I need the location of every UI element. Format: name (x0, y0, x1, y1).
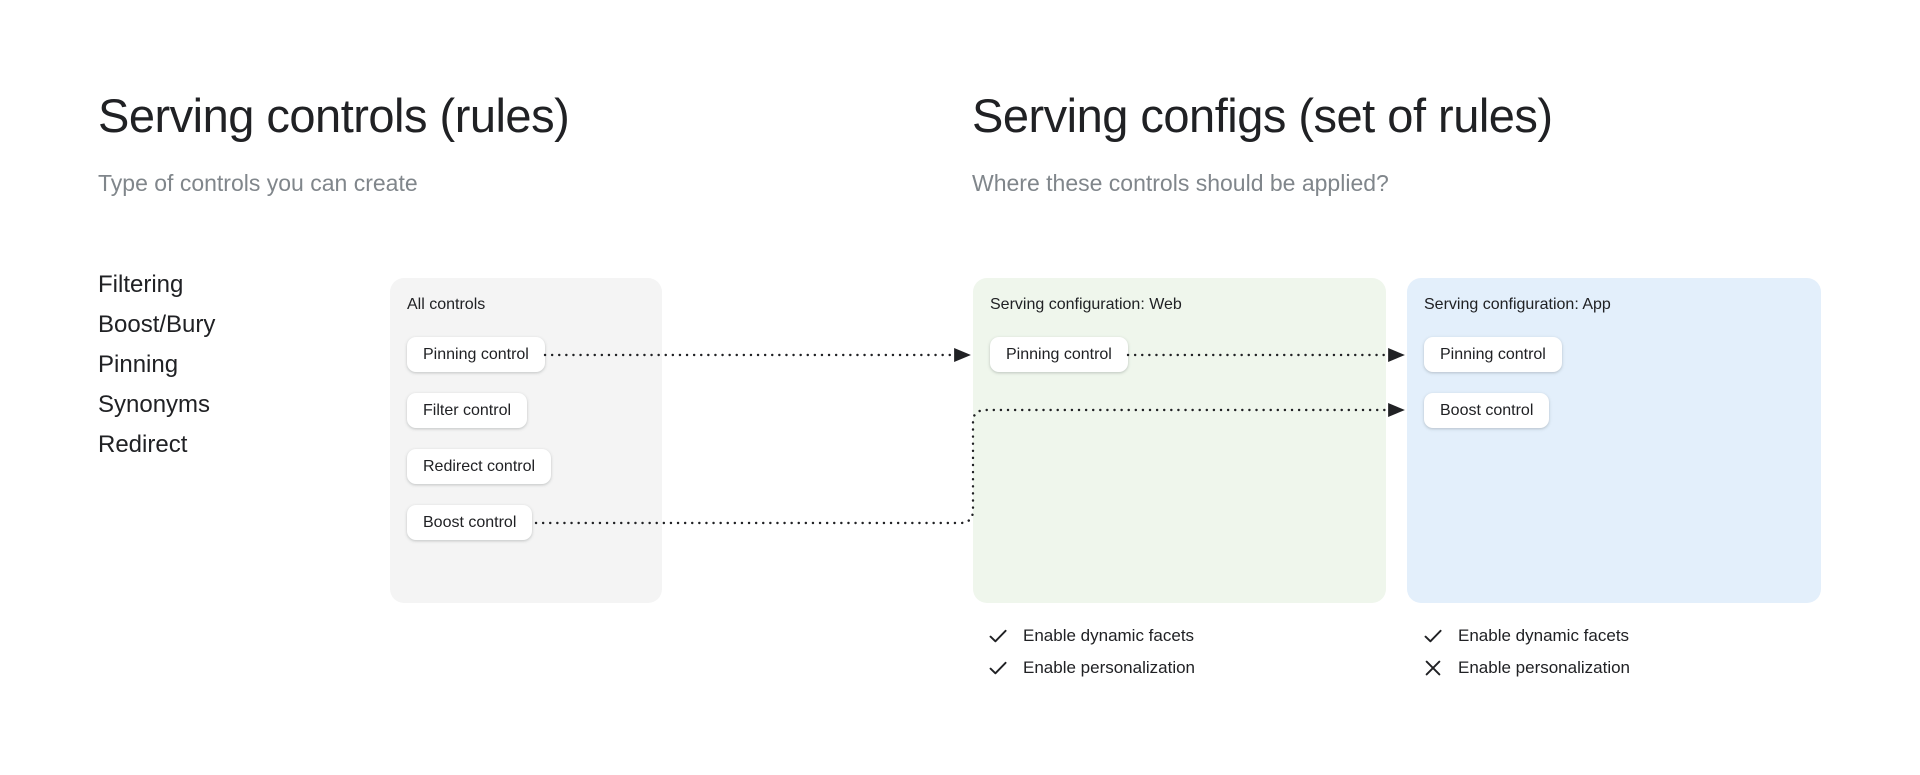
serving-config-web-title: Serving configuration: Web (990, 296, 1182, 313)
left-column-title: Serving controls (rules) (98, 89, 570, 142)
toggle-row-personalization[interactable]: Enable personalization (1420, 652, 1800, 684)
all-controls-panel: All controls Pinning control Filter cont… (390, 278, 662, 603)
check-icon (985, 655, 1011, 681)
check-icon (985, 623, 1011, 649)
control-type-item: Filtering (98, 271, 184, 298)
control-type-item: Redirect (98, 431, 188, 458)
toggle-label: Enable personalization (1458, 658, 1631, 677)
toggle-row-dynamic-facets[interactable]: Enable dynamic facets (985, 620, 1365, 652)
control-type-item: Synonyms (98, 391, 211, 418)
serving-config-web-toggles: Enable dynamic facets Enable personaliza… (985, 620, 1365, 684)
serving-config-app-title: Serving configuration: App (1424, 296, 1611, 313)
control-chip-filter[interactable]: Filter control (407, 393, 528, 428)
toggle-label: Enable dynamic facets (1023, 626, 1195, 645)
control-chip-redirect[interactable]: Redirect control (407, 449, 552, 484)
toggle-label: Enable dynamic facets (1458, 626, 1630, 645)
check-icon (1420, 623, 1446, 649)
control-chip-boost[interactable]: Boost control (1424, 393, 1550, 428)
serving-config-app-toggles: Enable dynamic facets Enable personaliza… (1420, 620, 1800, 684)
right-column-title: Serving configs (set of rules) (972, 89, 1553, 142)
all-controls-panel-title: All controls (407, 296, 486, 313)
control-chip-pinning[interactable]: Pinning control (407, 337, 545, 372)
cross-icon (1420, 655, 1446, 681)
control-type-item: Pinning (98, 351, 179, 378)
toggle-row-dynamic-facets[interactable]: Enable dynamic facets (1420, 620, 1800, 652)
right-column-subtitle: Where these controls should be applied? (972, 170, 1389, 196)
control-chip-boost[interactable]: Boost control (407, 505, 533, 540)
serving-config-web-panel: Serving configuration: Web Pinning contr… (973, 278, 1386, 603)
control-chip-pinning[interactable]: Pinning control (990, 337, 1128, 372)
toggle-row-personalization[interactable]: Enable personalization (985, 652, 1365, 684)
control-type-list: Filtering Boost/Bury Pinning Synonyms Re… (98, 265, 358, 465)
control-chip-pinning[interactable]: Pinning control (1424, 337, 1562, 372)
left-column-subtitle: Type of controls you can create (98, 170, 418, 196)
control-type-item: Boost/Bury (98, 311, 216, 338)
toggle-label: Enable personalization (1023, 658, 1196, 677)
serving-config-app-panel: Serving configuration: App Pinning contr… (1407, 278, 1821, 603)
